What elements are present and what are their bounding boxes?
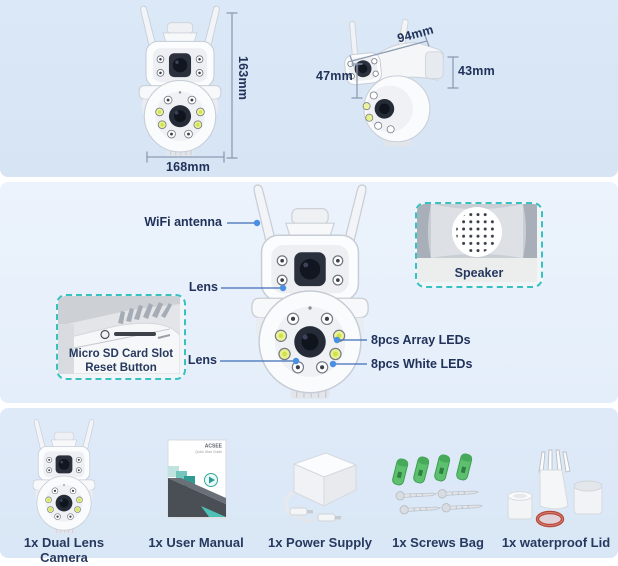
lens-lower-label: Lens <box>187 353 217 367</box>
package-item-label-screws: 1x Screws Bag <box>392 535 484 550</box>
side-front-height-label: 47mm <box>316 69 353 83</box>
package-screws-image <box>392 444 484 530</box>
package-contents-section: 1x Dual Lens Camera 1x User Manual 1x Po… <box>0 408 618 565</box>
array-leds-label: 8pcs Array LEDs <box>371 333 471 347</box>
package-lid-image <box>502 444 610 536</box>
sd-caption-line2: Reset Button <box>85 361 157 374</box>
dimensions-section: 163mm 168mm 94mm 47mm 43mm <box>0 0 618 177</box>
dimension-lines <box>146 12 459 163</box>
lens-upper-label: Lens <box>188 280 218 294</box>
sd-inset-caption: Micro SD Card Slot Reset Button <box>58 348 184 375</box>
package-item-label-lid: 1x waterproof Lid <box>501 535 611 550</box>
front-height-label: 163mm <box>236 56 250 101</box>
package-power-supply-image <box>276 428 366 528</box>
speaker-photo <box>417 204 537 282</box>
camera-side-view-image <box>338 18 454 156</box>
package-item-label-power: 1x Power Supply <box>267 535 373 550</box>
sd-caption-line1: Micro SD Card Slot <box>68 348 174 360</box>
package-manual-image <box>165 438 229 522</box>
front-width-label: 168mm <box>165 160 211 174</box>
white-leds-label: 8pcs White LEDs <box>371 357 473 371</box>
side-back-height-label: 43mm <box>458 64 495 78</box>
speaker-caption: Speaker <box>454 266 504 280</box>
camera-main-image <box>234 182 386 400</box>
camera-front-view-image <box>127 4 233 157</box>
package-camera-image <box>20 418 108 534</box>
wifi-antenna-label: WiFi antenna <box>144 215 222 229</box>
package-item-label-manual: 1x User Manual <box>148 535 244 550</box>
package-item-label-camera: 1x Dual Lens Camera <box>23 535 105 565</box>
sd-slot-photo <box>58 296 180 374</box>
sd-card-inset: Micro SD Card Slot Reset Button <box>56 294 186 380</box>
features-section: WiFi antenna Lens Lens 8pcs Array LEDs 8… <box>0 182 618 403</box>
speaker-inset: Speaker <box>415 202 543 288</box>
